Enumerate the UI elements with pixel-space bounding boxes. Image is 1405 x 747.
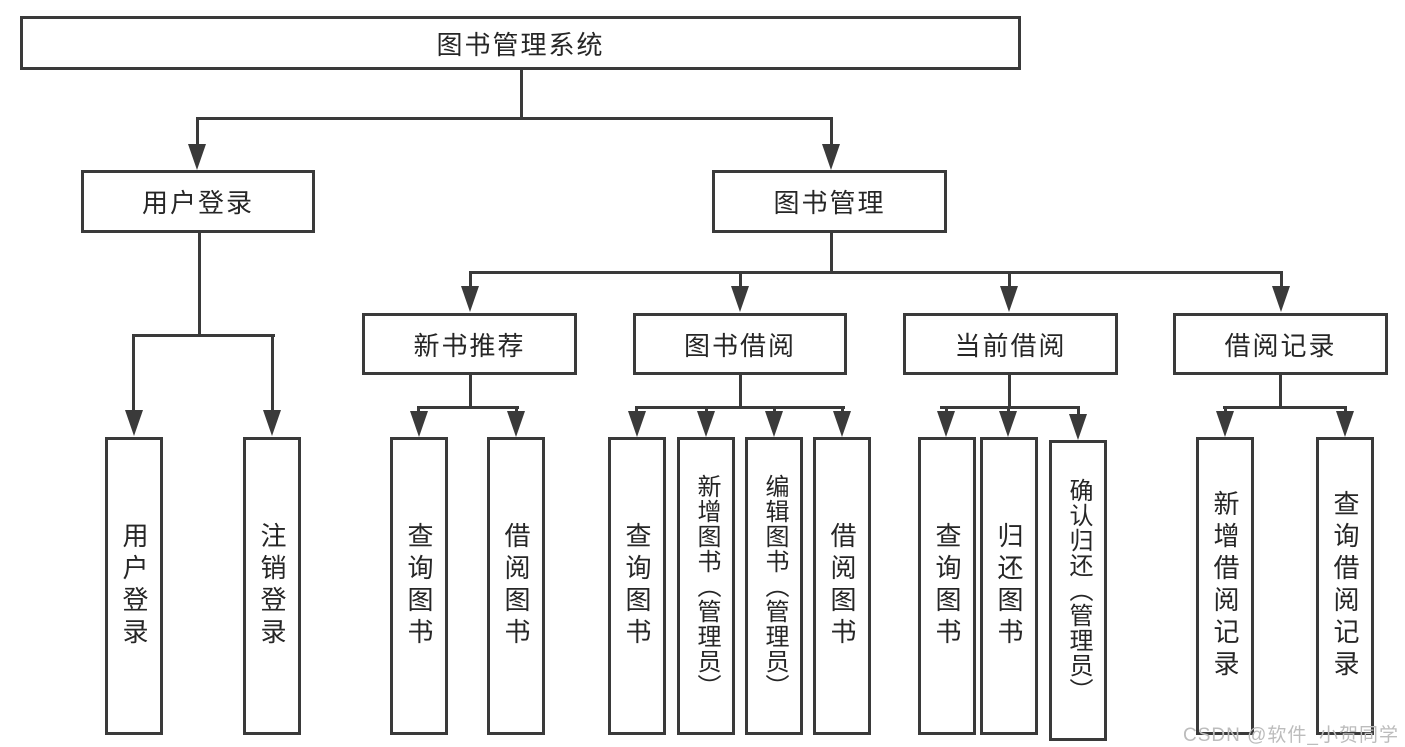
connector-line: [132, 334, 275, 337]
connector-line: [1077, 406, 1080, 416]
leaf-records-add-record: 新增借阅记录: [1196, 437, 1254, 735]
arrowhead-down-icon: [697, 411, 715, 437]
leaf-borrow-edit-books: 编辑图书（管理员）: [745, 437, 803, 735]
connector-line: [515, 406, 518, 413]
arrowhead-down-icon: [410, 411, 428, 437]
node-user-login-label: 用户登录: [141, 188, 254, 218]
node-new-book-recommend: 新书推荐: [362, 313, 577, 375]
connector-line: [1280, 271, 1283, 288]
arrowhead-down-icon: [1000, 286, 1018, 312]
leaf-borrow-borrow-books: 借阅图书: [813, 437, 871, 735]
connector-line: [469, 271, 1283, 274]
connector-line: [1008, 271, 1011, 288]
connector-line: [196, 117, 833, 120]
arrowhead-down-icon: [188, 144, 206, 170]
connector-line: [469, 271, 472, 288]
leaf-current-return-books: 归还图书: [980, 437, 1038, 735]
arrowhead-down-icon: [937, 411, 955, 437]
leaf-recommend-query-books-label: 查询图书: [404, 522, 434, 650]
leaf-user-login-label: 用户登录: [119, 522, 149, 650]
node-root: 图书管理系统: [20, 16, 1021, 70]
connector-line: [635, 406, 638, 413]
connector-line: [830, 233, 833, 274]
leaf-logout-label: 注销登录: [257, 522, 287, 650]
leaf-borrow-edit-books-label: 编辑图书（管理员）: [761, 473, 788, 699]
connector-line: [469, 375, 472, 408]
leaf-records-query-record-label: 查询借阅记录: [1330, 490, 1360, 682]
connector-line: [940, 406, 1080, 409]
connector-line: [198, 233, 201, 336]
arrowhead-down-icon: [125, 410, 143, 436]
leaf-current-query-books-label: 查询图书: [932, 522, 962, 650]
connector-line: [417, 406, 420, 413]
leaf-current-confirm-return-label: 确认归还（管理员）: [1065, 478, 1092, 703]
connector-line: [945, 406, 948, 413]
leaf-current-confirm-return: 确认归还（管理员）: [1049, 440, 1107, 741]
arrowhead-down-icon: [263, 410, 281, 436]
arrowhead-down-icon: [1216, 411, 1234, 437]
arrowhead-down-icon: [628, 411, 646, 437]
leaf-recommend-borrow-books-label: 借阅图书: [501, 522, 531, 650]
leaf-current-query-books: 查询图书: [918, 437, 976, 735]
leaf-borrow-add-books-label: 新增图书（管理员）: [693, 473, 720, 699]
leaf-records-query-record: 查询借阅记录: [1316, 437, 1374, 735]
connector-line: [1224, 406, 1227, 413]
arrowhead-down-icon: [1336, 411, 1354, 437]
arrowhead-down-icon: [507, 411, 525, 437]
leaf-borrow-query-books-label: 查询图书: [622, 522, 652, 650]
node-current-borrow: 当前借阅: [903, 313, 1118, 375]
leaf-user-login: 用户登录: [105, 437, 163, 735]
connector-line: [1008, 373, 1011, 408]
csdn-watermark: CSDN @软件_小贺同学: [1183, 725, 1399, 746]
connector-line: [773, 406, 776, 413]
node-new-book-recommend-label: 新书推荐: [413, 330, 526, 361]
leaf-logout: 注销登录: [243, 437, 301, 735]
node-user-login: 用户登录: [81, 170, 315, 233]
leaf-recommend-query-books: 查询图书: [390, 437, 448, 735]
node-borrow-records-label: 借阅记录: [1224, 330, 1337, 361]
node-current-borrow-label: 当前借阅: [954, 330, 1067, 361]
connector-line: [1279, 375, 1282, 408]
leaf-borrow-add-books: 新增图书（管理员）: [677, 437, 735, 735]
arrowhead-down-icon: [999, 411, 1017, 437]
arrowhead-down-icon: [461, 286, 479, 312]
node-book-management-label: 图书管理: [773, 188, 886, 218]
arrowhead-down-icon: [833, 411, 851, 437]
node-book-borrow-label: 图书借阅: [683, 330, 796, 361]
connector-line: [1344, 406, 1347, 413]
connector-line: [520, 70, 523, 118]
leaf-records-add-record-label: 新增借阅记录: [1210, 490, 1240, 682]
connector-line: [1007, 406, 1010, 413]
leaf-borrow-borrow-books-label: 借阅图书: [827, 522, 857, 650]
connector-line: [271, 334, 274, 412]
connector-line: [739, 271, 742, 288]
arrowhead-down-icon: [1069, 414, 1087, 440]
connector-line: [417, 406, 519, 409]
arrowhead-down-icon: [1272, 286, 1290, 312]
arrowhead-down-icon: [731, 286, 749, 312]
connector-line: [739, 375, 742, 408]
leaf-borrow-query-books: 查询图书: [608, 437, 666, 735]
connector-line: [635, 406, 845, 409]
connector-line: [196, 117, 199, 146]
node-book-borrow: 图书借阅: [633, 313, 847, 375]
leaf-current-return-books-label: 归还图书: [994, 522, 1024, 650]
arrowhead-down-icon: [765, 411, 783, 437]
connector-line: [132, 334, 135, 412]
node-book-management: 图书管理: [712, 170, 947, 233]
node-root-label: 图书管理系统: [436, 29, 605, 60]
arrowhead-down-icon: [822, 144, 840, 170]
connector-line: [705, 406, 708, 413]
connector-line: [830, 117, 833, 146]
leaf-recommend-borrow-books: 借阅图书: [487, 437, 545, 735]
connector-line: [1223, 406, 1347, 409]
node-borrow-records: 借阅记录: [1173, 313, 1388, 375]
connector-line: [841, 406, 844, 413]
